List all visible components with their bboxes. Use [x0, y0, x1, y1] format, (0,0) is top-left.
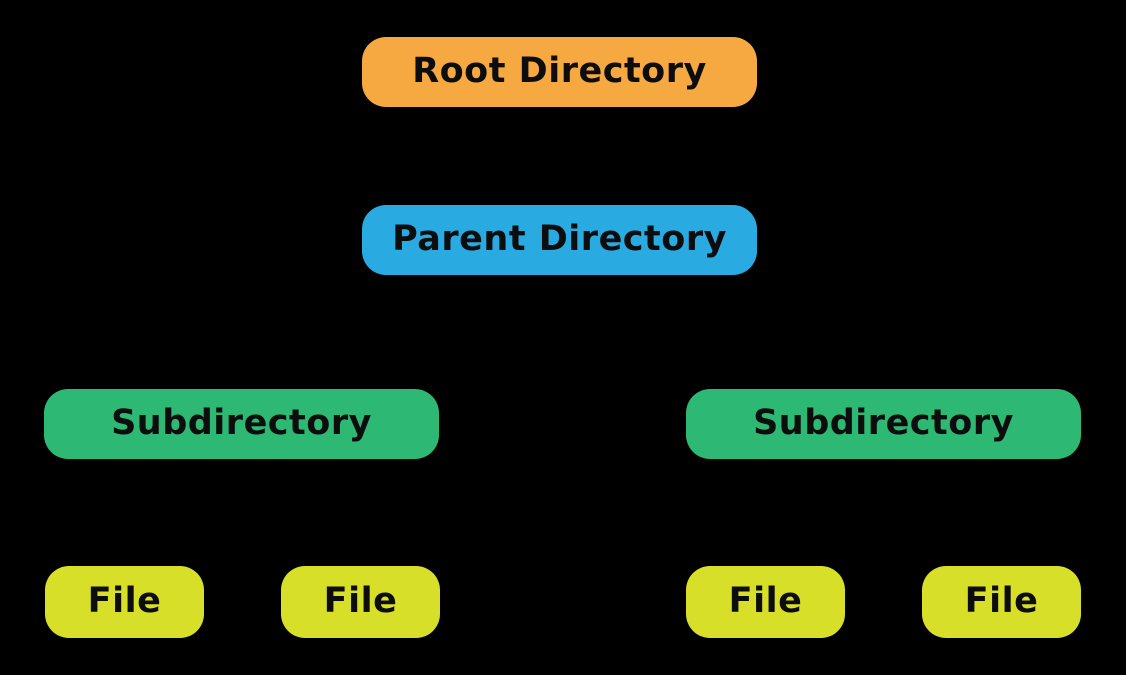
node-file-2-label: File: [323, 581, 398, 621]
node-subdirectory-left: Subdirectory: [44, 389, 439, 459]
node-file-2: File: [281, 566, 440, 638]
node-file-3-label: File: [728, 581, 803, 621]
node-parent-directory-label: Parent Directory: [392, 219, 727, 259]
node-file-1-label: File: [87, 581, 162, 621]
node-root-directory-label: Root Directory: [412, 51, 707, 91]
node-file-4: File: [922, 566, 1081, 638]
node-file-3: File: [686, 566, 845, 638]
node-file-4-label: File: [964, 581, 1039, 621]
node-subdirectory-left-label: Subdirectory: [111, 403, 372, 443]
node-file-1: File: [45, 566, 204, 638]
node-root-directory: Root Directory: [362, 37, 757, 107]
node-subdirectory-right: Subdirectory: [686, 389, 1081, 459]
node-subdirectory-right-label: Subdirectory: [753, 403, 1014, 443]
node-parent-directory: Parent Directory: [362, 205, 757, 275]
